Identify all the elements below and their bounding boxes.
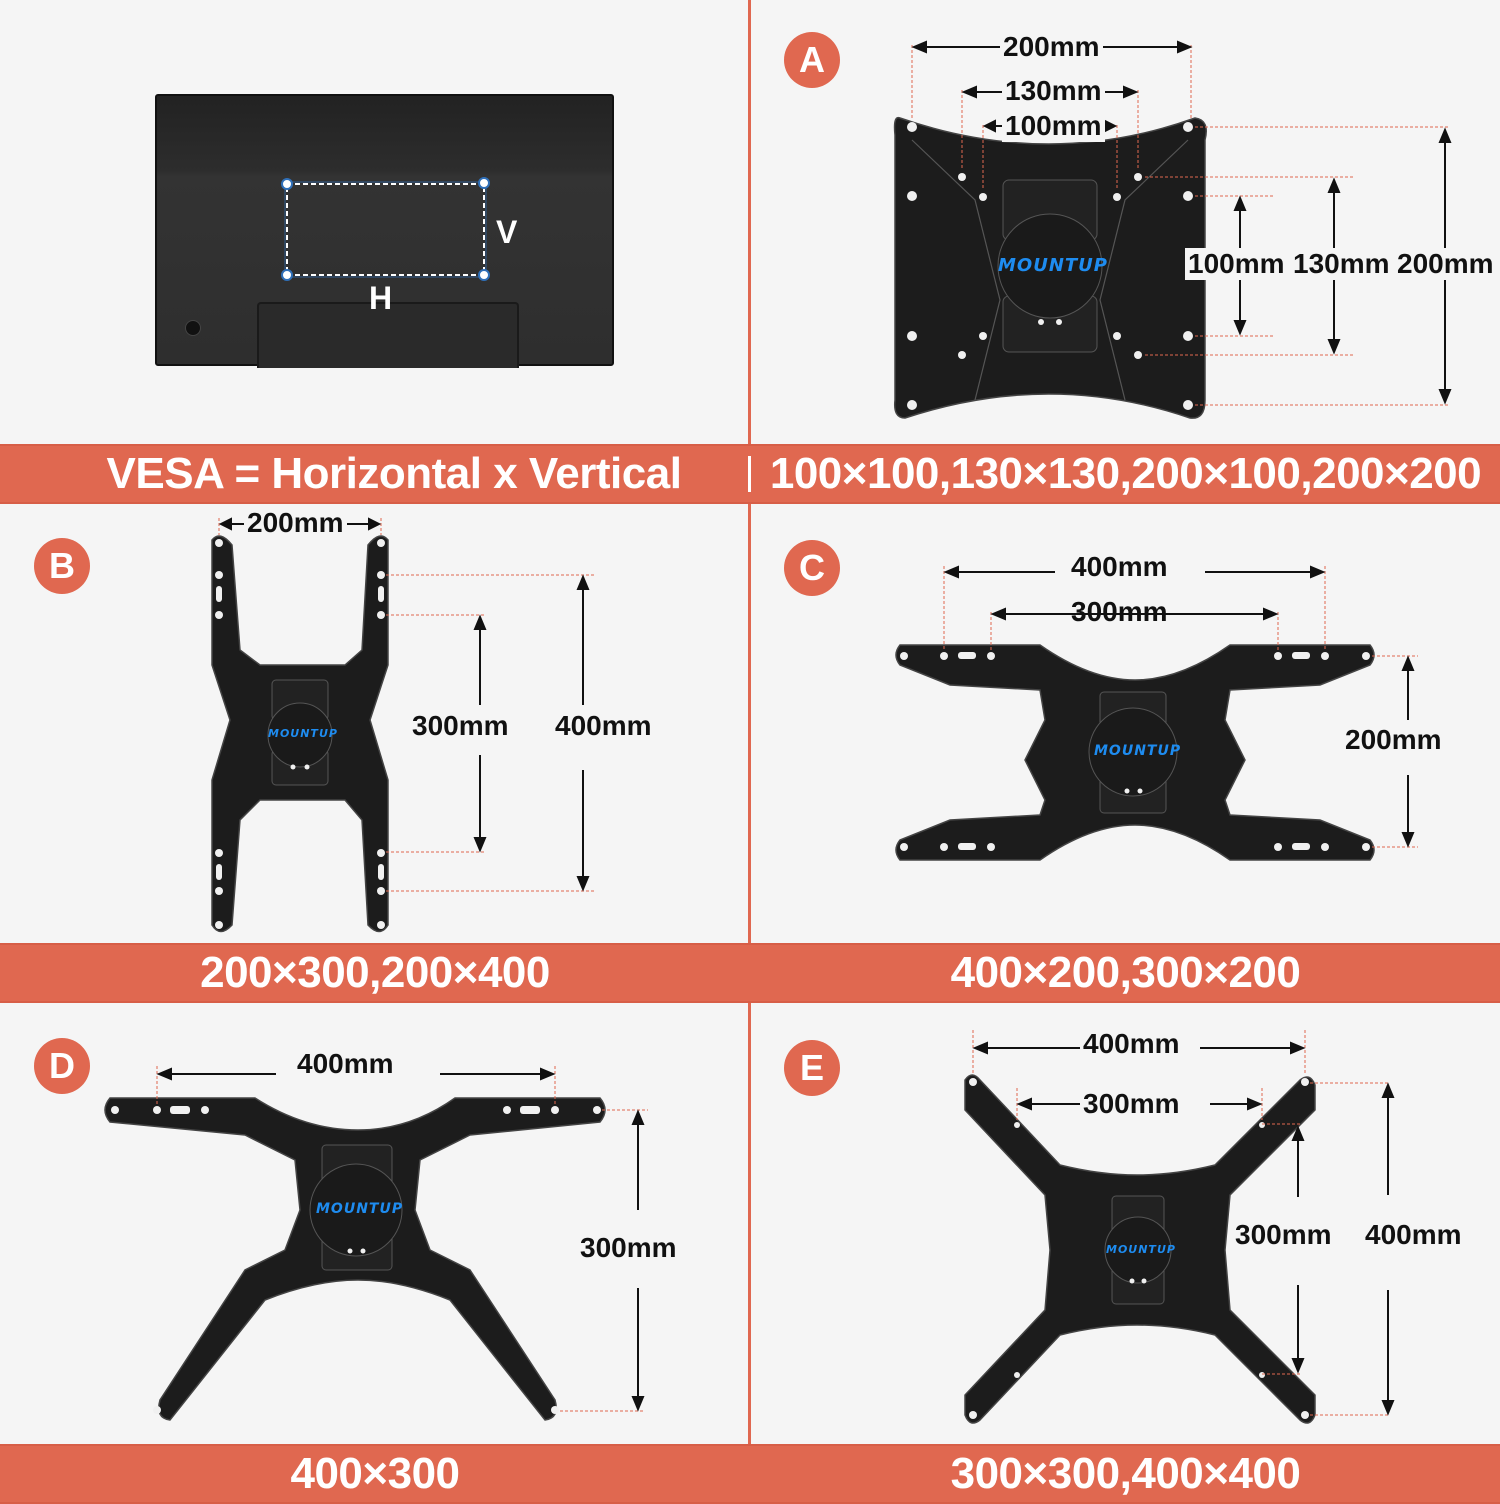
dim-v-200: 200mm <box>1342 724 1445 756</box>
caption-band-row-3: 400×300 300×300,400×400 <box>0 1444 1500 1504</box>
panel-e-caption: 300×300,400×400 <box>950 1449 1301 1498</box>
horizontal-label: H <box>369 280 393 316</box>
brand-logo: MOUNTUP <box>268 727 338 740</box>
caption-band-row-2: 200×300,200×400 400×200,300×200 <box>0 943 1500 1003</box>
dim-v-200: 200mm <box>1394 248 1497 280</box>
dim-v-300: 300mm <box>409 710 512 742</box>
dim-h-200: 200mm <box>1000 31 1103 63</box>
dim-h-400: 400mm <box>294 1048 397 1080</box>
panel-a-caption: 100×100,130×130,200×100,200×200 <box>769 449 1482 498</box>
brand-logo: MOUNTUP <box>998 255 1108 276</box>
panel-c-badge: C <box>784 540 840 596</box>
panel-a-badge: A <box>784 32 840 88</box>
dim-v-130: 130mm <box>1290 248 1393 280</box>
dim-h-200: 200mm <box>244 507 347 539</box>
panel-b-caption: 200×300,200×400 <box>200 948 550 997</box>
dim-v-400: 400mm <box>552 710 655 742</box>
monitor-stand-base <box>257 302 519 368</box>
vertical-label: V <box>496 214 518 250</box>
dim-h-300: 300mm <box>1071 596 1168 627</box>
dim-h-400: 400mm <box>1080 1028 1183 1060</box>
brand-logo: MOUNTUP <box>1106 1243 1176 1256</box>
monitor-back-illustration <box>155 94 614 368</box>
band-separator <box>748 456 751 492</box>
dim-h-100: 100mm <box>1002 110 1105 142</box>
dim-v-300: 300mm <box>577 1232 680 1264</box>
dim-h-300: 300mm <box>1080 1088 1183 1120</box>
panel-e-badge: E <box>784 1040 840 1096</box>
brand-logo: MOUNTUP <box>316 1201 404 1217</box>
vertical-divider <box>748 0 751 1500</box>
dim-h-130: 130mm <box>1002 75 1105 107</box>
dim-v-300: 300mm <box>1232 1219 1335 1251</box>
panel-c-caption: 400×200,300×200 <box>950 948 1301 997</box>
vesa-formula-caption: VESA = Horizontal x Vertical <box>106 449 682 498</box>
power-button-icon <box>185 320 201 336</box>
caption-band-row-1: VESA = Horizontal x Vertical 100×100,130… <box>0 444 1500 504</box>
dim-v-400: 400mm <box>1362 1219 1465 1251</box>
brand-logo: MOUNTUP <box>1094 743 1182 759</box>
panel-d-badge: D <box>34 1038 90 1094</box>
dim-v-100: 100mm <box>1185 248 1288 280</box>
dim-h-400: 400mm <box>1068 551 1171 583</box>
panel-d-caption: 400×300 <box>290 1449 460 1498</box>
panel-b-badge: B <box>34 538 90 594</box>
